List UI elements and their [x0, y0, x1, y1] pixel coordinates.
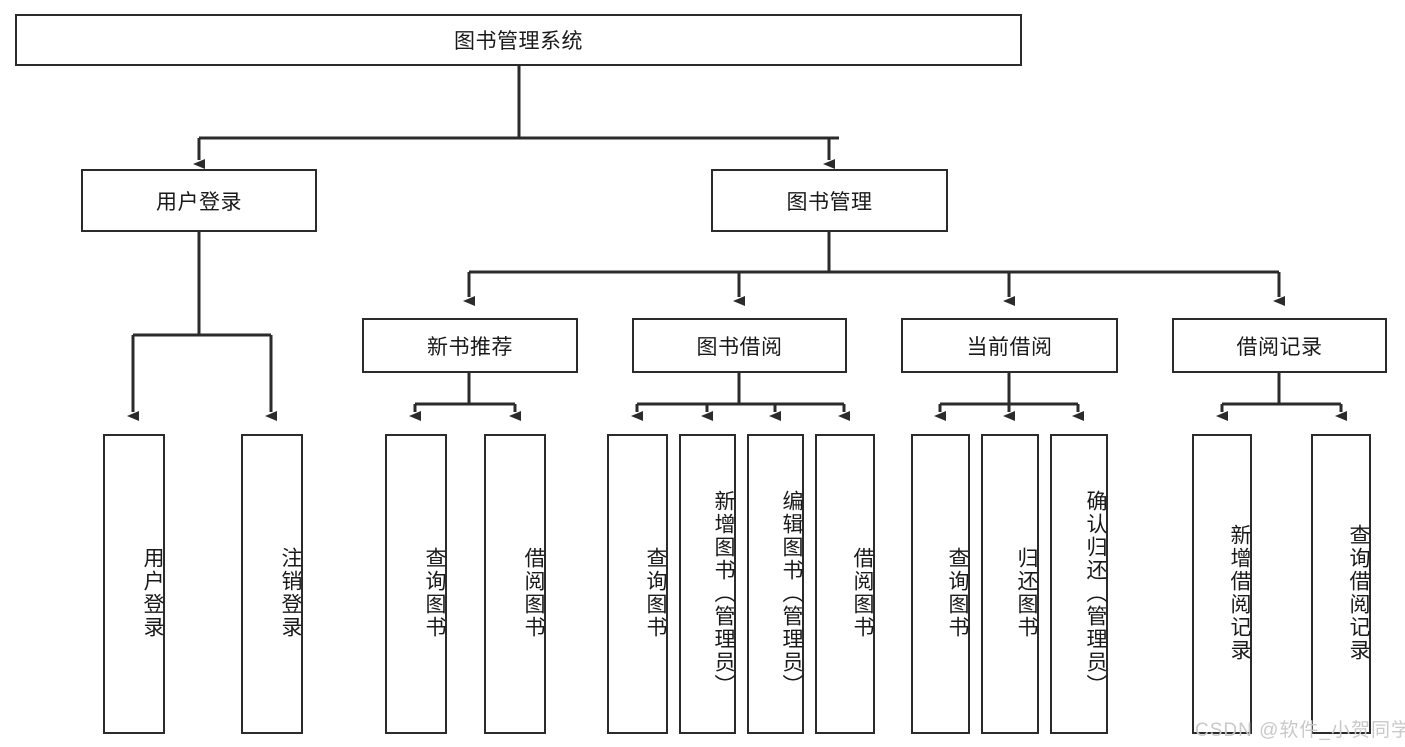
node-new-book-recommend[interactable]: 新书推荐 [362, 318, 578, 373]
node-borrow-record[interactable]: 借阅记录 [1172, 318, 1387, 373]
node-label: 注销登录 [279, 547, 302, 639]
leaf-confirm-return-admin[interactable]: 确认归还（管理员） [1050, 434, 1108, 734]
leaf-return-book[interactable]: 归还图书 [981, 434, 1039, 734]
node-label: 借阅记录 [1236, 335, 1323, 359]
leaf-add-borrow-record[interactable]: 新增借阅记录 [1192, 434, 1252, 734]
node-label: 归还图书 [1015, 547, 1038, 639]
node-label: 编辑图书（管理员） [780, 489, 803, 697]
node-label: 查询借阅记录 [1347, 524, 1370, 662]
node-label: 新增图书（管理员） [712, 489, 735, 697]
node-label: 用户登录 [141, 547, 164, 639]
node-label: 图书管理系统 [454, 30, 583, 53]
node-book-borrow[interactable]: 图书借阅 [632, 318, 847, 373]
leaf-query-borrow-record[interactable]: 查询借阅记录 [1311, 434, 1371, 734]
node-current-borrow[interactable]: 当前借阅 [901, 318, 1118, 373]
leaf-borrow-book[interactable]: 借阅图书 [815, 434, 875, 734]
leaf-logout[interactable]: 注销登录 [241, 434, 303, 734]
leaf-user-login[interactable]: 用户登录 [103, 434, 165, 734]
leaf-query-book-recommend[interactable]: 查询图书 [385, 434, 447, 734]
leaf-query-book-current[interactable]: 查询图书 [911, 434, 970, 734]
node-label: 查询图书 [946, 547, 969, 639]
node-user-login[interactable]: 用户登录 [81, 169, 317, 232]
node-label: 当前借阅 [966, 335, 1053, 359]
node-root-system[interactable]: 图书管理系统 [15, 14, 1022, 66]
node-label: 图书管理 [786, 190, 873, 214]
leaf-borrow-book-recommend[interactable]: 借阅图书 [484, 434, 546, 734]
node-label: 确认归还（管理员） [1084, 489, 1107, 697]
node-label: 查询图书 [644, 547, 667, 639]
node-label: 借阅图书 [851, 547, 874, 639]
leaf-edit-book-admin[interactable]: 编辑图书（管理员） [747, 434, 804, 734]
node-label: 新增借阅记录 [1228, 524, 1251, 662]
node-label: 借阅图书 [522, 547, 545, 639]
watermark: CSDN @软件_小贺同学 [1195, 720, 1405, 741]
node-label: 新书推荐 [427, 335, 513, 359]
node-book-management[interactable]: 图书管理 [711, 169, 948, 232]
node-label: 用户登录 [156, 190, 242, 214]
leaf-query-book-borrow[interactable]: 查询图书 [607, 434, 668, 734]
node-label: 查询图书 [423, 547, 446, 639]
leaf-add-book-admin[interactable]: 新增图书（管理员） [679, 434, 736, 734]
node-label: 图书借阅 [696, 335, 783, 359]
